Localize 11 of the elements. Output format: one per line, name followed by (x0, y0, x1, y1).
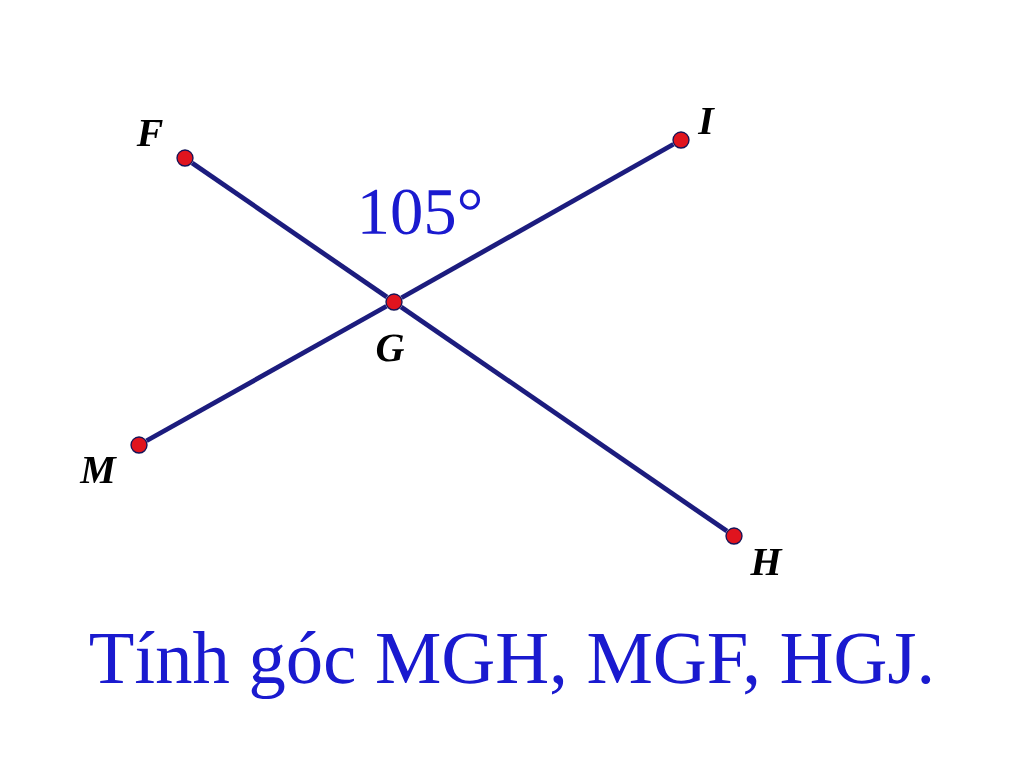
line-segment (190, 160, 389, 300)
angle-label: 105° (362, 189, 481, 235)
point-label: I (697, 107, 715, 135)
line-segment (145, 304, 388, 443)
point-label: M (79, 456, 117, 484)
caption: Tính góc MGH, MGF, HGJ. (90, 631, 931, 700)
point-label: G (376, 334, 404, 362)
line-segment (400, 142, 675, 300)
point-label: F (136, 119, 163, 147)
line-segment (399, 304, 729, 534)
point-label: H (750, 548, 783, 576)
